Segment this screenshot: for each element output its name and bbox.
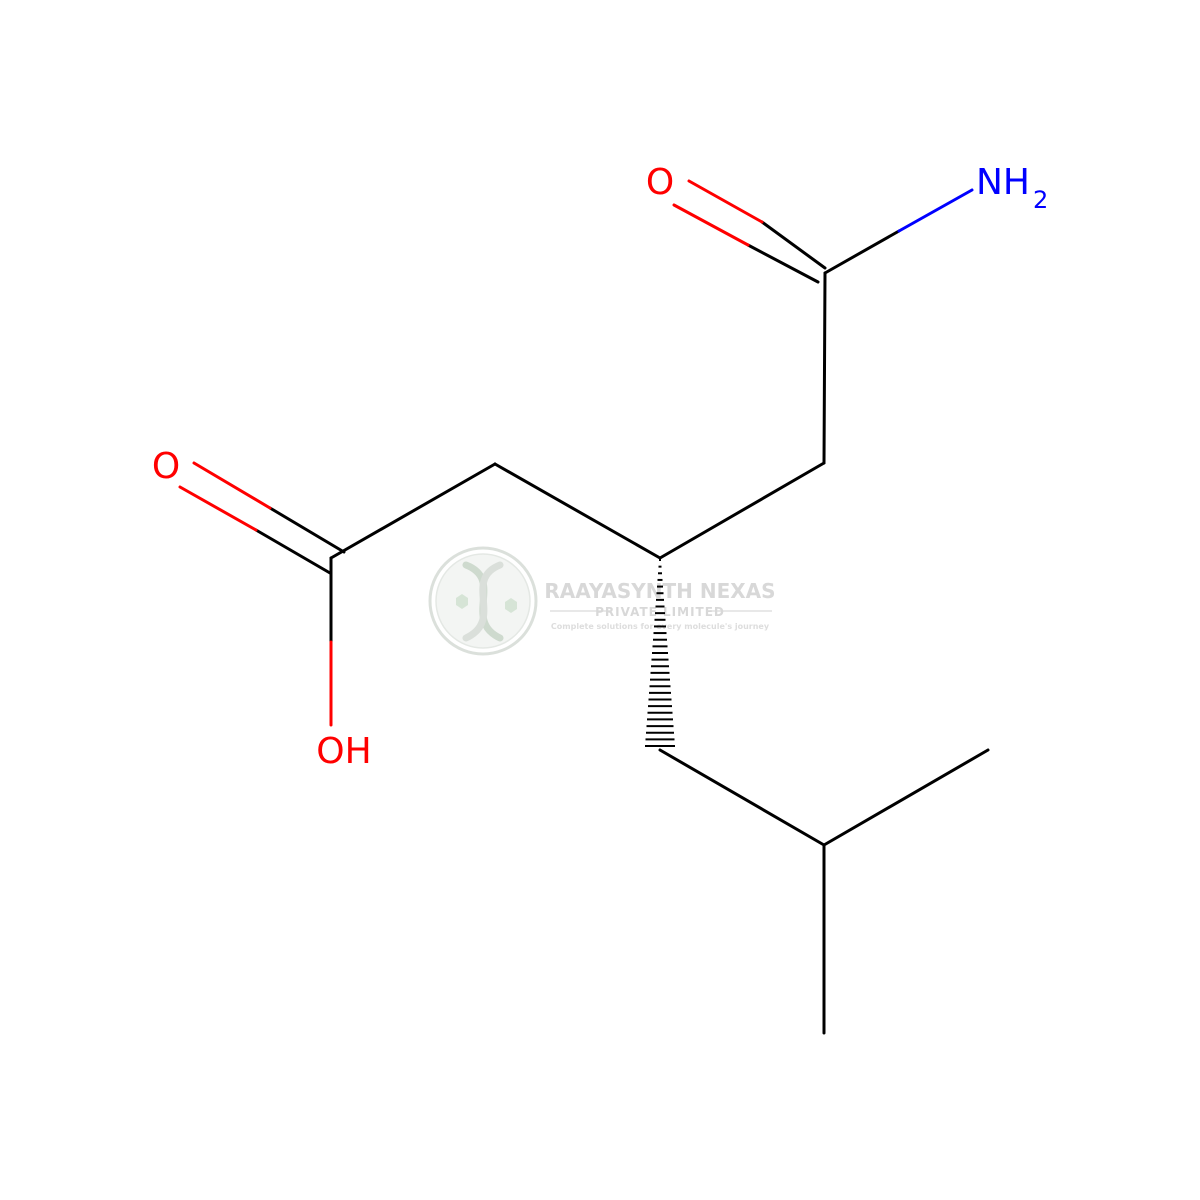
bond-stereocenter-ch2 xyxy=(493,462,662,560)
atom-nh2: NH xyxy=(976,162,1030,203)
bond-ch2-stereocenter xyxy=(658,461,826,560)
bond-amide-c-ch2 xyxy=(822,271,827,465)
bond-ch2-acid-c xyxy=(329,462,497,560)
bonds xyxy=(178,179,990,1035)
bond-amide-c-n xyxy=(823,188,974,275)
atom-nh2-subscript: 2 xyxy=(1033,186,1048,214)
atom-o-acid: O xyxy=(152,446,180,487)
bond-ch-methyl-1 xyxy=(822,748,990,847)
bond-ch2-ch xyxy=(658,748,826,847)
bond-acid-carbonyl-double xyxy=(178,461,346,575)
watermark-subtitle: PRIVATE LIMITED xyxy=(595,605,725,619)
bond-amide-carbonyl-double xyxy=(672,179,827,284)
watermark-logo-icon xyxy=(428,546,538,656)
watermark: RAAYASYNTH NEXAS PRIVATE LIMITED Complet… xyxy=(428,546,776,656)
atom-labels: O NH 2 O OH xyxy=(152,162,1048,772)
atom-oh: OH xyxy=(316,731,371,772)
bond-stereo-hashed-wedge xyxy=(645,559,675,747)
atom-o-amide: O xyxy=(646,162,674,203)
